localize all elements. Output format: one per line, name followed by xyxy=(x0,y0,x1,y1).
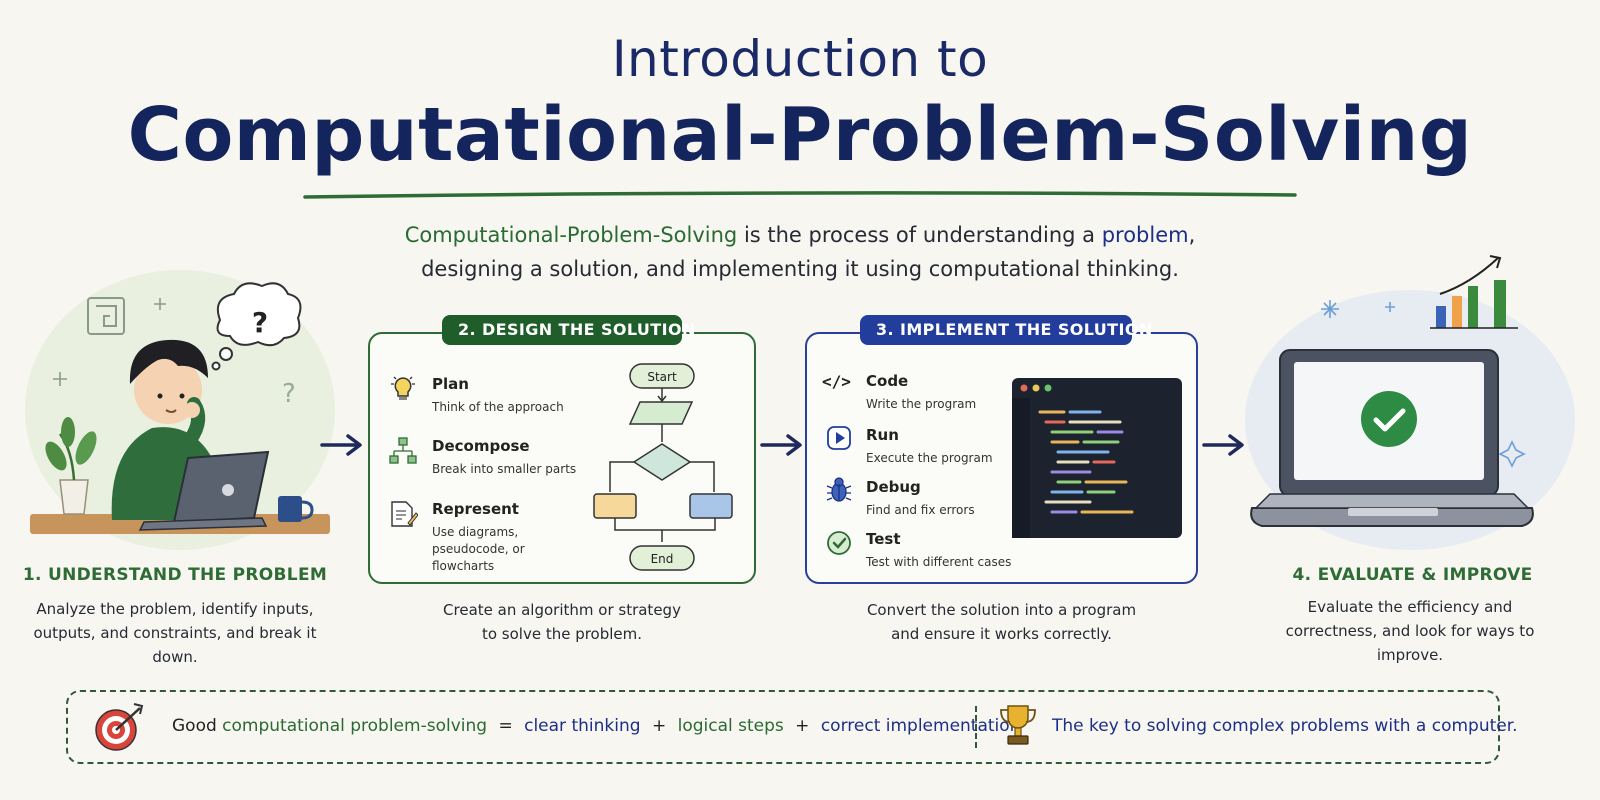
item-sub: Test with different cases xyxy=(866,555,1012,569)
item-sub: Think of the approach xyxy=(432,400,564,414)
sparkle-icon xyxy=(1321,300,1526,468)
code-editor-window xyxy=(1012,378,1182,538)
stage1-desc: Analyze the problem, identify inputs, ou… xyxy=(33,600,317,666)
summary-banner xyxy=(66,690,1500,764)
stage1-title: 1. UNDERSTAND THE PROBLEM xyxy=(22,565,328,585)
maze-icon xyxy=(87,297,125,335)
stage4-title: 4. EVALUATE & IMPROVE xyxy=(1292,565,1533,585)
subtitle-text-a: is the process of understanding a xyxy=(737,223,1102,247)
footer-key-message: The key to solving complex problems with… xyxy=(1052,716,1518,736)
footer-part-2: logical steps xyxy=(677,716,784,736)
arrow-right-icon xyxy=(320,434,362,456)
bug-icon xyxy=(826,477,852,502)
item-title: Code xyxy=(866,372,909,390)
stage2-title: 2. DESIGN THE SOLUTION xyxy=(442,315,695,345)
subtitle-line-2: designing a solution, and implementing i… xyxy=(421,257,1179,281)
item-title: Run xyxy=(866,426,899,444)
item-title: Debug xyxy=(866,478,921,496)
arrow-right-icon xyxy=(1202,434,1244,456)
target-icon xyxy=(95,703,144,751)
subtitle-word-problem: problem xyxy=(1101,223,1189,247)
footer-divider xyxy=(975,706,977,748)
summary-equation: Good computational problem-solving = cle… xyxy=(172,716,1020,736)
footer-term: computational problem-solving xyxy=(222,716,488,736)
hierarchy-icon xyxy=(389,437,417,464)
thought-bubble-icon: ? xyxy=(211,282,302,371)
document-pen-icon xyxy=(391,501,418,527)
title-line-1: Introduction to xyxy=(611,30,989,88)
code-icon: </> xyxy=(822,372,851,391)
footer-equals: = xyxy=(498,716,513,736)
stage3-title: 3. IMPLEMENT THE SOLUTION xyxy=(860,315,1152,345)
play-icon xyxy=(827,426,851,450)
stage3-desc: Convert the solution into a program and … xyxy=(805,598,1198,646)
student-illustration: ? ? xyxy=(25,270,335,550)
mug-icon xyxy=(278,496,314,522)
item-sub: Write the program xyxy=(866,397,977,411)
item-title: Represent xyxy=(432,500,519,518)
item-sub: Break into smaller parts xyxy=(432,462,577,476)
stage4-desc: Evaluate the efficiency and correctness,… xyxy=(1285,598,1535,664)
footer-plus-1: + xyxy=(651,716,667,736)
flow-start-label: Start xyxy=(647,370,677,384)
footer-part-1: clear thinking xyxy=(524,716,641,736)
footer-plus-2: + xyxy=(795,716,810,736)
arrow-right-icon xyxy=(760,434,802,456)
subtitle-text-b: , xyxy=(1188,223,1196,247)
plant-icon xyxy=(45,417,97,515)
checkmark-icon xyxy=(1361,391,1417,447)
laptop-icon xyxy=(138,450,270,531)
item-title: Plan xyxy=(432,375,469,393)
page-title: Computational-Problem-Solving xyxy=(127,92,1473,178)
sparkle-icon xyxy=(53,298,166,386)
flowchart-diagram: Start End xyxy=(593,363,733,571)
check-icon xyxy=(827,531,851,555)
item-sub: Execute the program xyxy=(866,451,993,465)
question-mark-icon: ? xyxy=(282,379,296,409)
subtitle-term: Computational-Problem-Solving xyxy=(404,223,738,247)
flow-end-label: End xyxy=(651,552,674,566)
item-sub: Find and fix errors xyxy=(866,503,975,517)
stage2-desc: Create an algorithm or strategy to solve… xyxy=(368,598,756,646)
trophy-icon xyxy=(1000,705,1036,745)
footer-part-3: correct implementation xyxy=(820,716,1021,736)
item-title: Decompose xyxy=(432,437,530,455)
evaluate-illustration xyxy=(1245,255,1575,550)
item-sub: Use diagrams, pseudocode, or flowcharts xyxy=(432,525,525,573)
lightbulb-icon xyxy=(391,376,415,400)
stage3-desc-text: Convert the solution into a program and … xyxy=(866,601,1137,643)
svg-text:?: ? xyxy=(252,306,268,339)
bar-chart-icon xyxy=(1430,255,1518,329)
footer-word-good: Good xyxy=(172,716,223,736)
item-title: Test xyxy=(866,530,901,548)
title-underline xyxy=(303,191,1297,199)
subtitle: Computational-Problem-Solving is the pro… xyxy=(0,218,1600,286)
stage2-desc-text: Create an algorithm or strategy to solve… xyxy=(443,601,681,643)
